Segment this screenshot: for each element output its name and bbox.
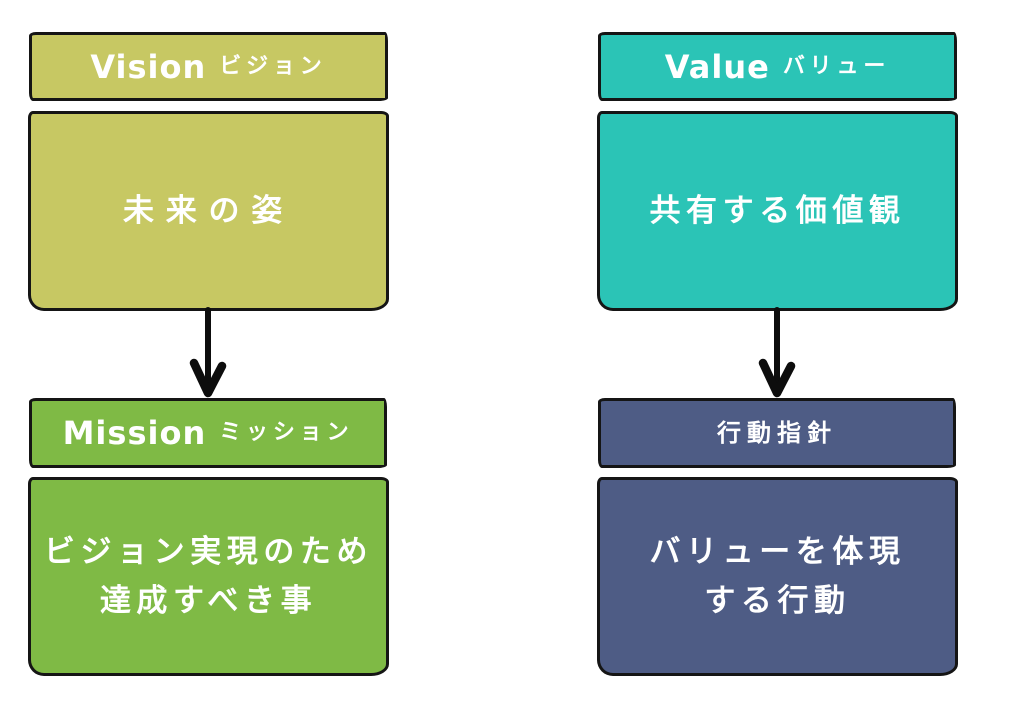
value-body-text: 共有する価値観 bbox=[649, 192, 906, 229]
vision-to-mission-arrow-icon bbox=[189, 307, 227, 398]
vision-title-ja: ビジョン bbox=[219, 53, 327, 79]
mission-header-box: Mission ミッション bbox=[29, 398, 387, 468]
value-title-ja: バリュー bbox=[782, 53, 891, 79]
mission-body-text-line1: ビジョン実現のため bbox=[43, 534, 374, 571]
value-header-box: Value バリュー bbox=[598, 32, 957, 101]
mission-title-en: Mission bbox=[62, 414, 207, 452]
vision-title-en: Vision bbox=[90, 47, 207, 86]
vision-header-box: Vision ビジョン bbox=[29, 32, 388, 101]
mission-title-ja: ミッション bbox=[219, 420, 354, 445]
value-to-action-arrow-icon bbox=[758, 307, 796, 398]
mission-body-box: ビジョン実現のため 達成すべき事 bbox=[28, 477, 389, 676]
value-body-box: 共有する価値観 bbox=[597, 111, 958, 311]
action-guideline-header-box: 行動指針 bbox=[598, 398, 956, 468]
vision-body-text: 未来の姿 bbox=[122, 192, 295, 229]
action-guideline-title-ja: 行動指針 bbox=[717, 419, 837, 447]
mission-body-text-line2: 達成すべき事 bbox=[99, 582, 318, 619]
action-guideline-body-box: バリューを体現 する行動 bbox=[597, 477, 958, 676]
value-title-en: Value bbox=[664, 47, 770, 86]
action-guideline-body-text-line2: する行動 bbox=[704, 582, 851, 619]
vision-body-box: 未来の姿 bbox=[28, 111, 389, 311]
action-guideline-body-text-line1: バリューを体現 bbox=[649, 534, 906, 571]
